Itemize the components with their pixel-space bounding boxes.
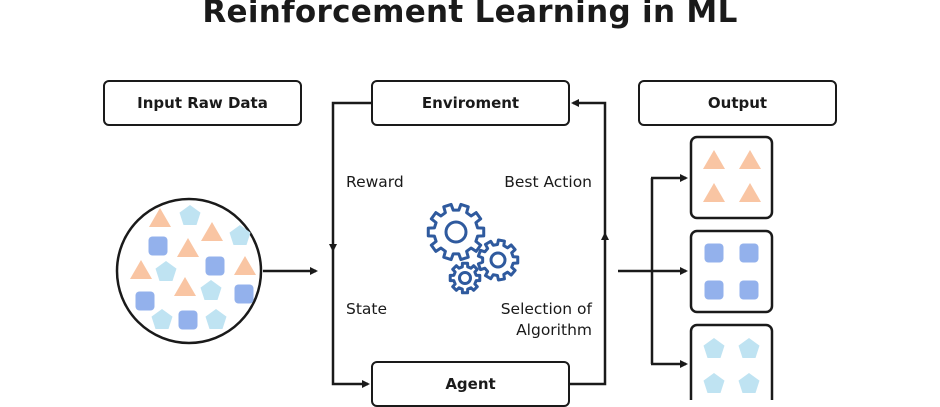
output-squares-box <box>689 229 774 314</box>
gearSm-hole <box>458 271 472 285</box>
gearMed-hole <box>489 251 507 269</box>
output-pentagons-box <box>689 323 774 400</box>
environment-box: Enviroment <box>371 80 570 126</box>
input-raw-data-label: Input Raw Data <box>137 94 268 112</box>
gearSm-outline <box>448 261 482 295</box>
environment-label: Enviroment <box>421 94 520 112</box>
selection-connector <box>570 232 609 386</box>
output-box: Output <box>638 80 837 126</box>
selection-label-line1: Selection of <box>500 300 592 318</box>
page-title: Reinforcement Learning in ML <box>202 0 738 30</box>
gearMed-outline <box>476 238 520 282</box>
agent-label: Agent <box>445 375 496 393</box>
output-label: Output <box>707 94 768 112</box>
best-action-connector <box>571 99 607 234</box>
gearBig-outline <box>426 202 486 262</box>
state-to-agent-connector <box>331 250 370 388</box>
input-raw-data-box: Input Raw Data <box>103 80 302 126</box>
state-label: State <box>346 300 388 318</box>
reward-label: Reward <box>346 173 404 191</box>
selection-label-line2: Algorithm <box>516 321 592 339</box>
reward-state-connector <box>329 101 371 252</box>
best-action-label: Best Action <box>504 173 592 191</box>
gears-icon <box>426 202 520 295</box>
output-triangles-box <box>689 135 774 220</box>
gearBig-hole <box>444 220 468 244</box>
